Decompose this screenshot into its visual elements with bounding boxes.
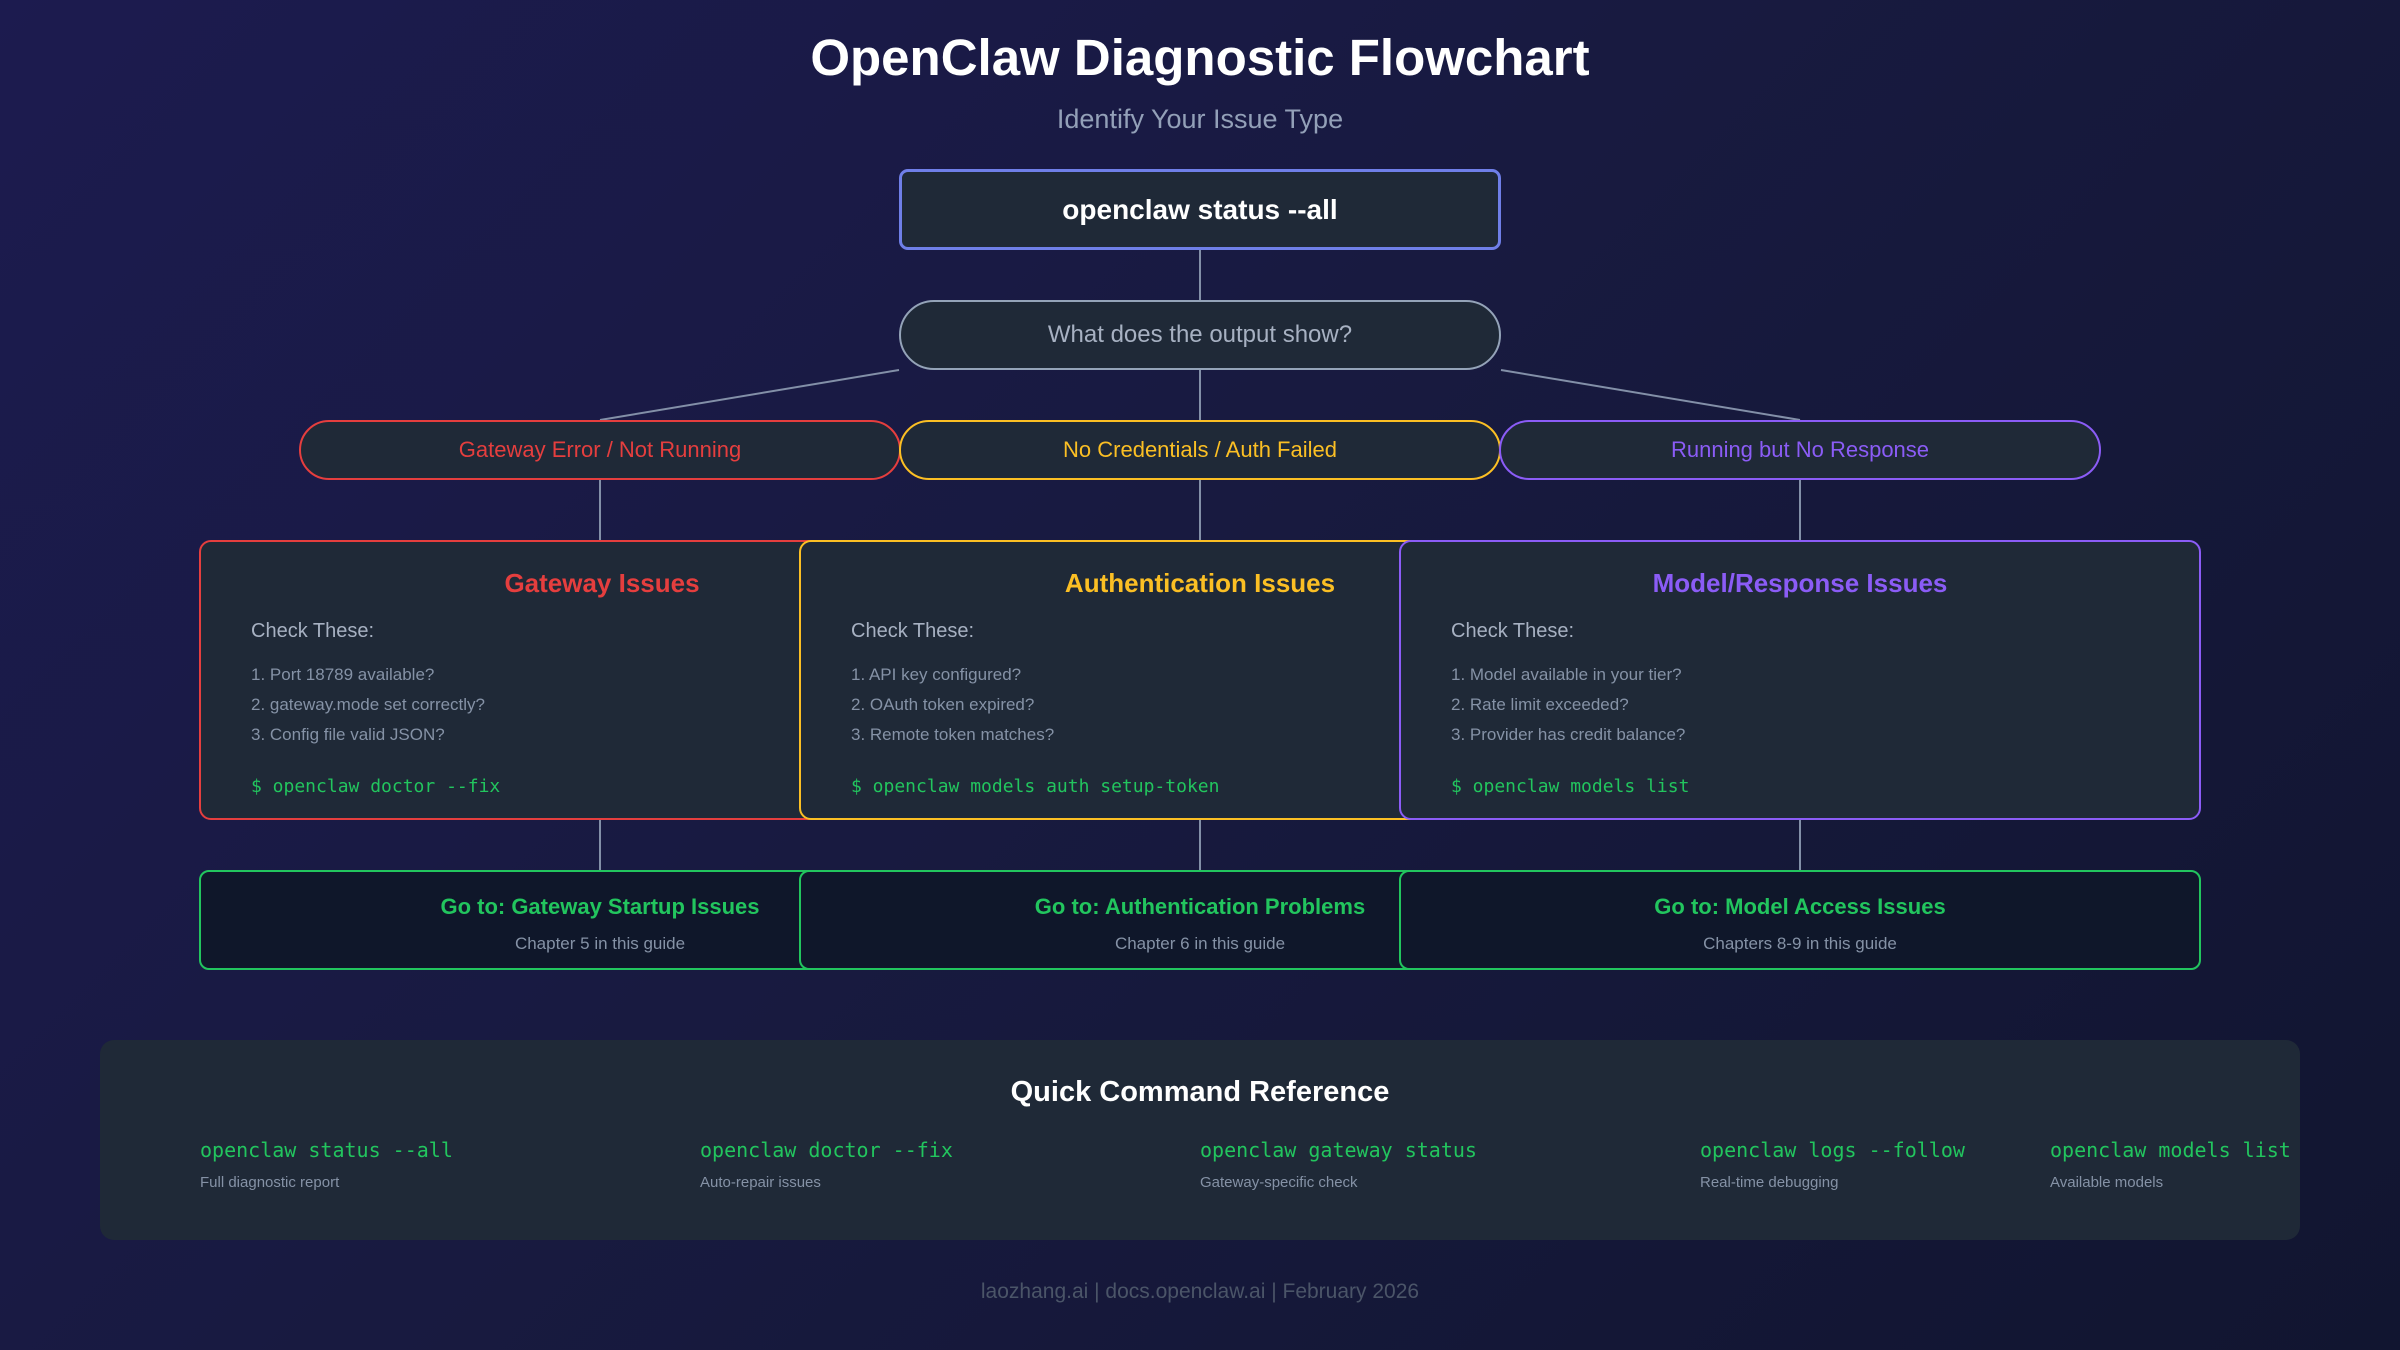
check-item: 3. Remote token matches? xyxy=(851,725,1055,744)
check-item: 1. API key configured? xyxy=(851,665,1022,684)
quick-reference-title: Quick Command Reference xyxy=(1010,1076,1390,1108)
page-title: OpenClaw Diagnostic Flowchart xyxy=(810,29,1590,86)
fix-command: $ openclaw doctor --fix xyxy=(251,776,501,797)
quick-command-item: openclaw gateway status Gateway-specific… xyxy=(1200,1138,1477,1191)
quick-command-description: Real-time debugging xyxy=(1700,1174,1839,1191)
question-label: What does the output show? xyxy=(1047,321,1353,348)
quick-command-reference: Quick Command Reference openclaw status … xyxy=(100,1040,2300,1240)
check-label: Check These: xyxy=(1451,620,1575,642)
card-title: Model/Response Issues xyxy=(1652,568,1948,598)
fix-command: $ openclaw models auth setup-token xyxy=(851,776,1220,797)
goto-model-access[interactable]: Go to: Model Access Issues Chapters 8-9 … xyxy=(1399,870,2201,970)
card-title: Gateway Issues xyxy=(504,568,700,598)
goto-title: Go to: Gateway Startup Issues xyxy=(440,894,760,919)
quick-command-description: Available models xyxy=(2050,1174,2164,1191)
quick-command-description: Gateway-specific check xyxy=(1200,1174,1358,1191)
check-list: 1. Model available in your tier? 2. Rate… xyxy=(1451,660,1685,750)
connector-question-model xyxy=(1500,369,1801,421)
page-subtitle: Identify Your Issue Type xyxy=(1056,104,1344,134)
check-label: Check These: xyxy=(251,620,375,642)
goto-subtitle: Chapters 8-9 in this guide xyxy=(1703,934,1897,953)
quick-command-item: openclaw doctor --fix Auto-repair issues xyxy=(700,1138,953,1191)
outcome-label: Gateway Error / Not Running xyxy=(458,437,742,462)
fix-command: $ openclaw models list xyxy=(1451,776,1690,797)
quick-command: openclaw status --all xyxy=(200,1138,453,1162)
start-command-label: openclaw status --all xyxy=(1062,193,1338,225)
outcome-no-response: Running but No Response xyxy=(1499,420,2101,480)
start-command-box: openclaw status --all xyxy=(899,169,1501,250)
goto-subtitle: Chapter 6 in this guide xyxy=(1114,934,1286,953)
check-item: 2. OAuth token expired? xyxy=(851,695,1035,714)
check-item: 1. Port 18789 available? xyxy=(251,665,435,684)
check-list: 1. API key configured? 2. OAuth token ex… xyxy=(851,660,1054,750)
check-item: 3. Config file valid JSON? xyxy=(251,725,445,744)
footer-credits: laozhang.ai | docs.openclaw.ai | Februar… xyxy=(980,1280,1420,1303)
outcome-auth-failed: No Credentials / Auth Failed xyxy=(899,420,1501,480)
card-title: Authentication Issues xyxy=(1064,568,1336,598)
quick-command: openclaw models list xyxy=(2050,1138,2291,1162)
quick-command-item: openclaw status --all Full diagnostic re… xyxy=(200,1138,453,1191)
goto-title: Go to: Authentication Problems xyxy=(1034,894,1366,919)
quick-command: openclaw doctor --fix xyxy=(700,1138,953,1162)
outcome-gateway-error: Gateway Error / Not Running xyxy=(299,420,901,480)
quick-command-item: openclaw logs --follow Real-time debuggi… xyxy=(1700,1138,1965,1191)
question-node: What does the output show? xyxy=(899,300,1501,370)
quick-command: openclaw logs --follow xyxy=(1700,1138,1965,1162)
check-item: 2. Rate limit exceeded? xyxy=(1451,695,1629,714)
quick-command-description: Auto-repair issues xyxy=(700,1174,821,1191)
outcome-label: Running but No Response xyxy=(1670,437,1930,462)
check-label: Check These: xyxy=(851,620,975,642)
card-model-response-issues: Model/Response Issues Check These: 1. Mo… xyxy=(1399,540,2201,820)
check-list: 1. Port 18789 available? 2. gateway.mode… xyxy=(251,660,485,750)
check-item: 2. gateway.mode set correctly? xyxy=(251,695,486,714)
quick-command-description: Full diagnostic report xyxy=(200,1174,340,1191)
check-item: 1. Model available in your tier? xyxy=(1451,665,1682,684)
quick-command: openclaw gateway status xyxy=(1200,1138,1477,1162)
outcome-label: No Credentials / Auth Failed xyxy=(1063,437,1337,462)
goto-title: Go to: Model Access Issues xyxy=(1654,894,1946,919)
goto-subtitle: Chapter 5 in this guide xyxy=(514,934,686,953)
connector-question-gateway xyxy=(599,369,900,421)
check-item: 3. Provider has credit balance? xyxy=(1451,725,1686,744)
quick-command-item: openclaw models list Available models xyxy=(2050,1138,2291,1191)
